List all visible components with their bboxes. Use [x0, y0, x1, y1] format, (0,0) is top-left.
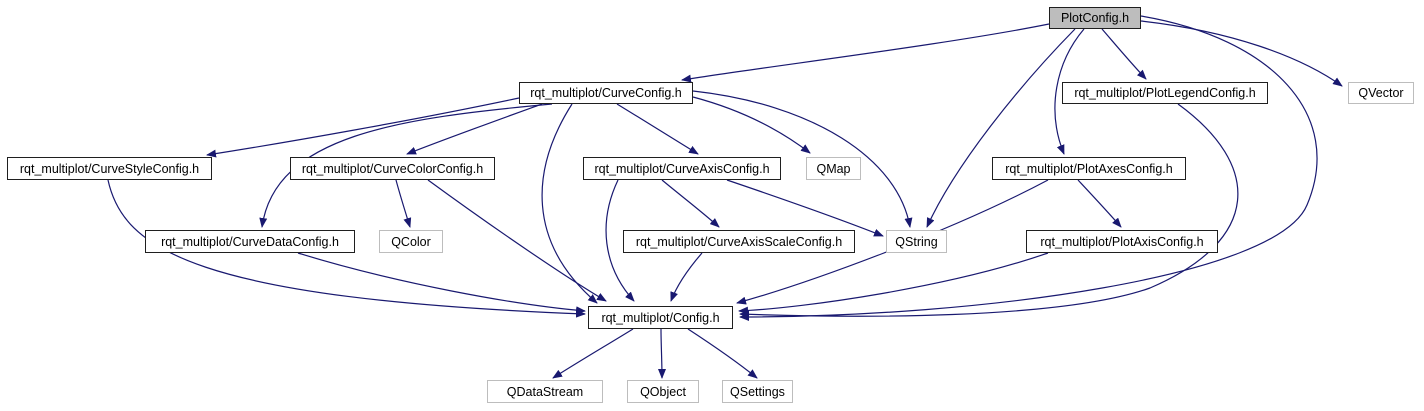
edge-plotconfig-to-qstring [926, 28, 1076, 228]
edge-curveaxisconfig-to-curveaxisscaleconfig [661, 179, 720, 228]
node-qdatastream: QDataStream [487, 380, 603, 403]
node-curvedataconfig[interactable]: rqt_multiplot/CurveDataConfig.h [145, 230, 355, 253]
node-qobject: QObject [627, 380, 699, 403]
edge-curvecolorconfig-to-config [427, 179, 607, 302]
edge-curvestyleconfig-to-config [107, 179, 586, 318]
node-curveaxisconfig[interactable]: rqt_multiplot/CurveAxisConfig.h [583, 157, 781, 180]
node-config[interactable]: rqt_multiplot/Config.h [588, 306, 733, 329]
node-qcolor: QColor [379, 230, 443, 253]
edge-config-to-qdatastream [552, 328, 634, 379]
edge-curveconfig-to-curvecolorconfig [406, 103, 543, 155]
edge-plotaxesconfig-to-config [736, 179, 1049, 305]
edge-curveconfig-to-qmap [692, 96, 811, 154]
node-qstring: QString [886, 230, 947, 253]
node-plotlegendconfig[interactable]: rqt_multiplot/PlotLegendConfig.h [1062, 82, 1268, 104]
node-curvestyleconfig[interactable]: rqt_multiplot/CurveStyleConfig.h [7, 157, 212, 180]
edge-curveconfig-to-curvedataconfig [259, 103, 553, 228]
edge-curveaxisconfig-to-qstring [726, 179, 884, 237]
edge-plotconfig-to-config [739, 15, 1318, 321]
edge-plotconfig-to-curveconfig [681, 23, 1050, 83]
node-plotconfig: PlotConfig.h [1049, 7, 1141, 29]
edge-plotconfig-to-plotaxesconfig [1054, 28, 1085, 155]
edge-curveconfig-to-curveaxisconfig [616, 103, 699, 155]
edge-curveaxisscaleconfig-to-config [670, 252, 703, 302]
node-qvector: QVector [1348, 82, 1414, 104]
edge-plotlegendconfig-to-config [739, 103, 1239, 319]
node-qmap: QMap [806, 157, 861, 180]
node-plotaxesconfig[interactable]: rqt_multiplot/PlotAxesConfig.h [992, 157, 1186, 180]
node-curvecolorconfig[interactable]: rqt_multiplot/CurveColorConfig.h [290, 157, 495, 180]
node-curveconfig[interactable]: rqt_multiplot/CurveConfig.h [519, 82, 693, 104]
edge-curvecolorconfig-to-qcolor [395, 179, 412, 228]
edge-curveconfig-to-curvestyleconfig [206, 97, 520, 158]
edge-curveconfig-to-qstring [692, 90, 913, 228]
edge-plotconfig-to-qvector [1140, 20, 1343, 87]
node-qsettings: QSettings [722, 380, 793, 403]
edge-plotaxesconfig-to-plotaxisconfig [1077, 179, 1122, 228]
edge-plotaxisconfig-to-config [738, 252, 1049, 315]
node-plotaxisconfig[interactable]: rqt_multiplot/PlotAxisConfig.h [1026, 230, 1218, 253]
edge-curveaxisconfig-to-config [605, 179, 635, 302]
edge-plotconfig-to-plotlegendconfig [1101, 28, 1147, 80]
edge-config-to-qobject [657, 328, 666, 379]
node-curveaxisscaleconfig[interactable]: rqt_multiplot/CurveAxisScaleConfig.h [623, 230, 855, 253]
edge-config-to-qsettings [687, 328, 758, 379]
edge-curvedataconfig-to-config [297, 252, 586, 315]
edge-curveconfig-to-config [541, 103, 598, 304]
